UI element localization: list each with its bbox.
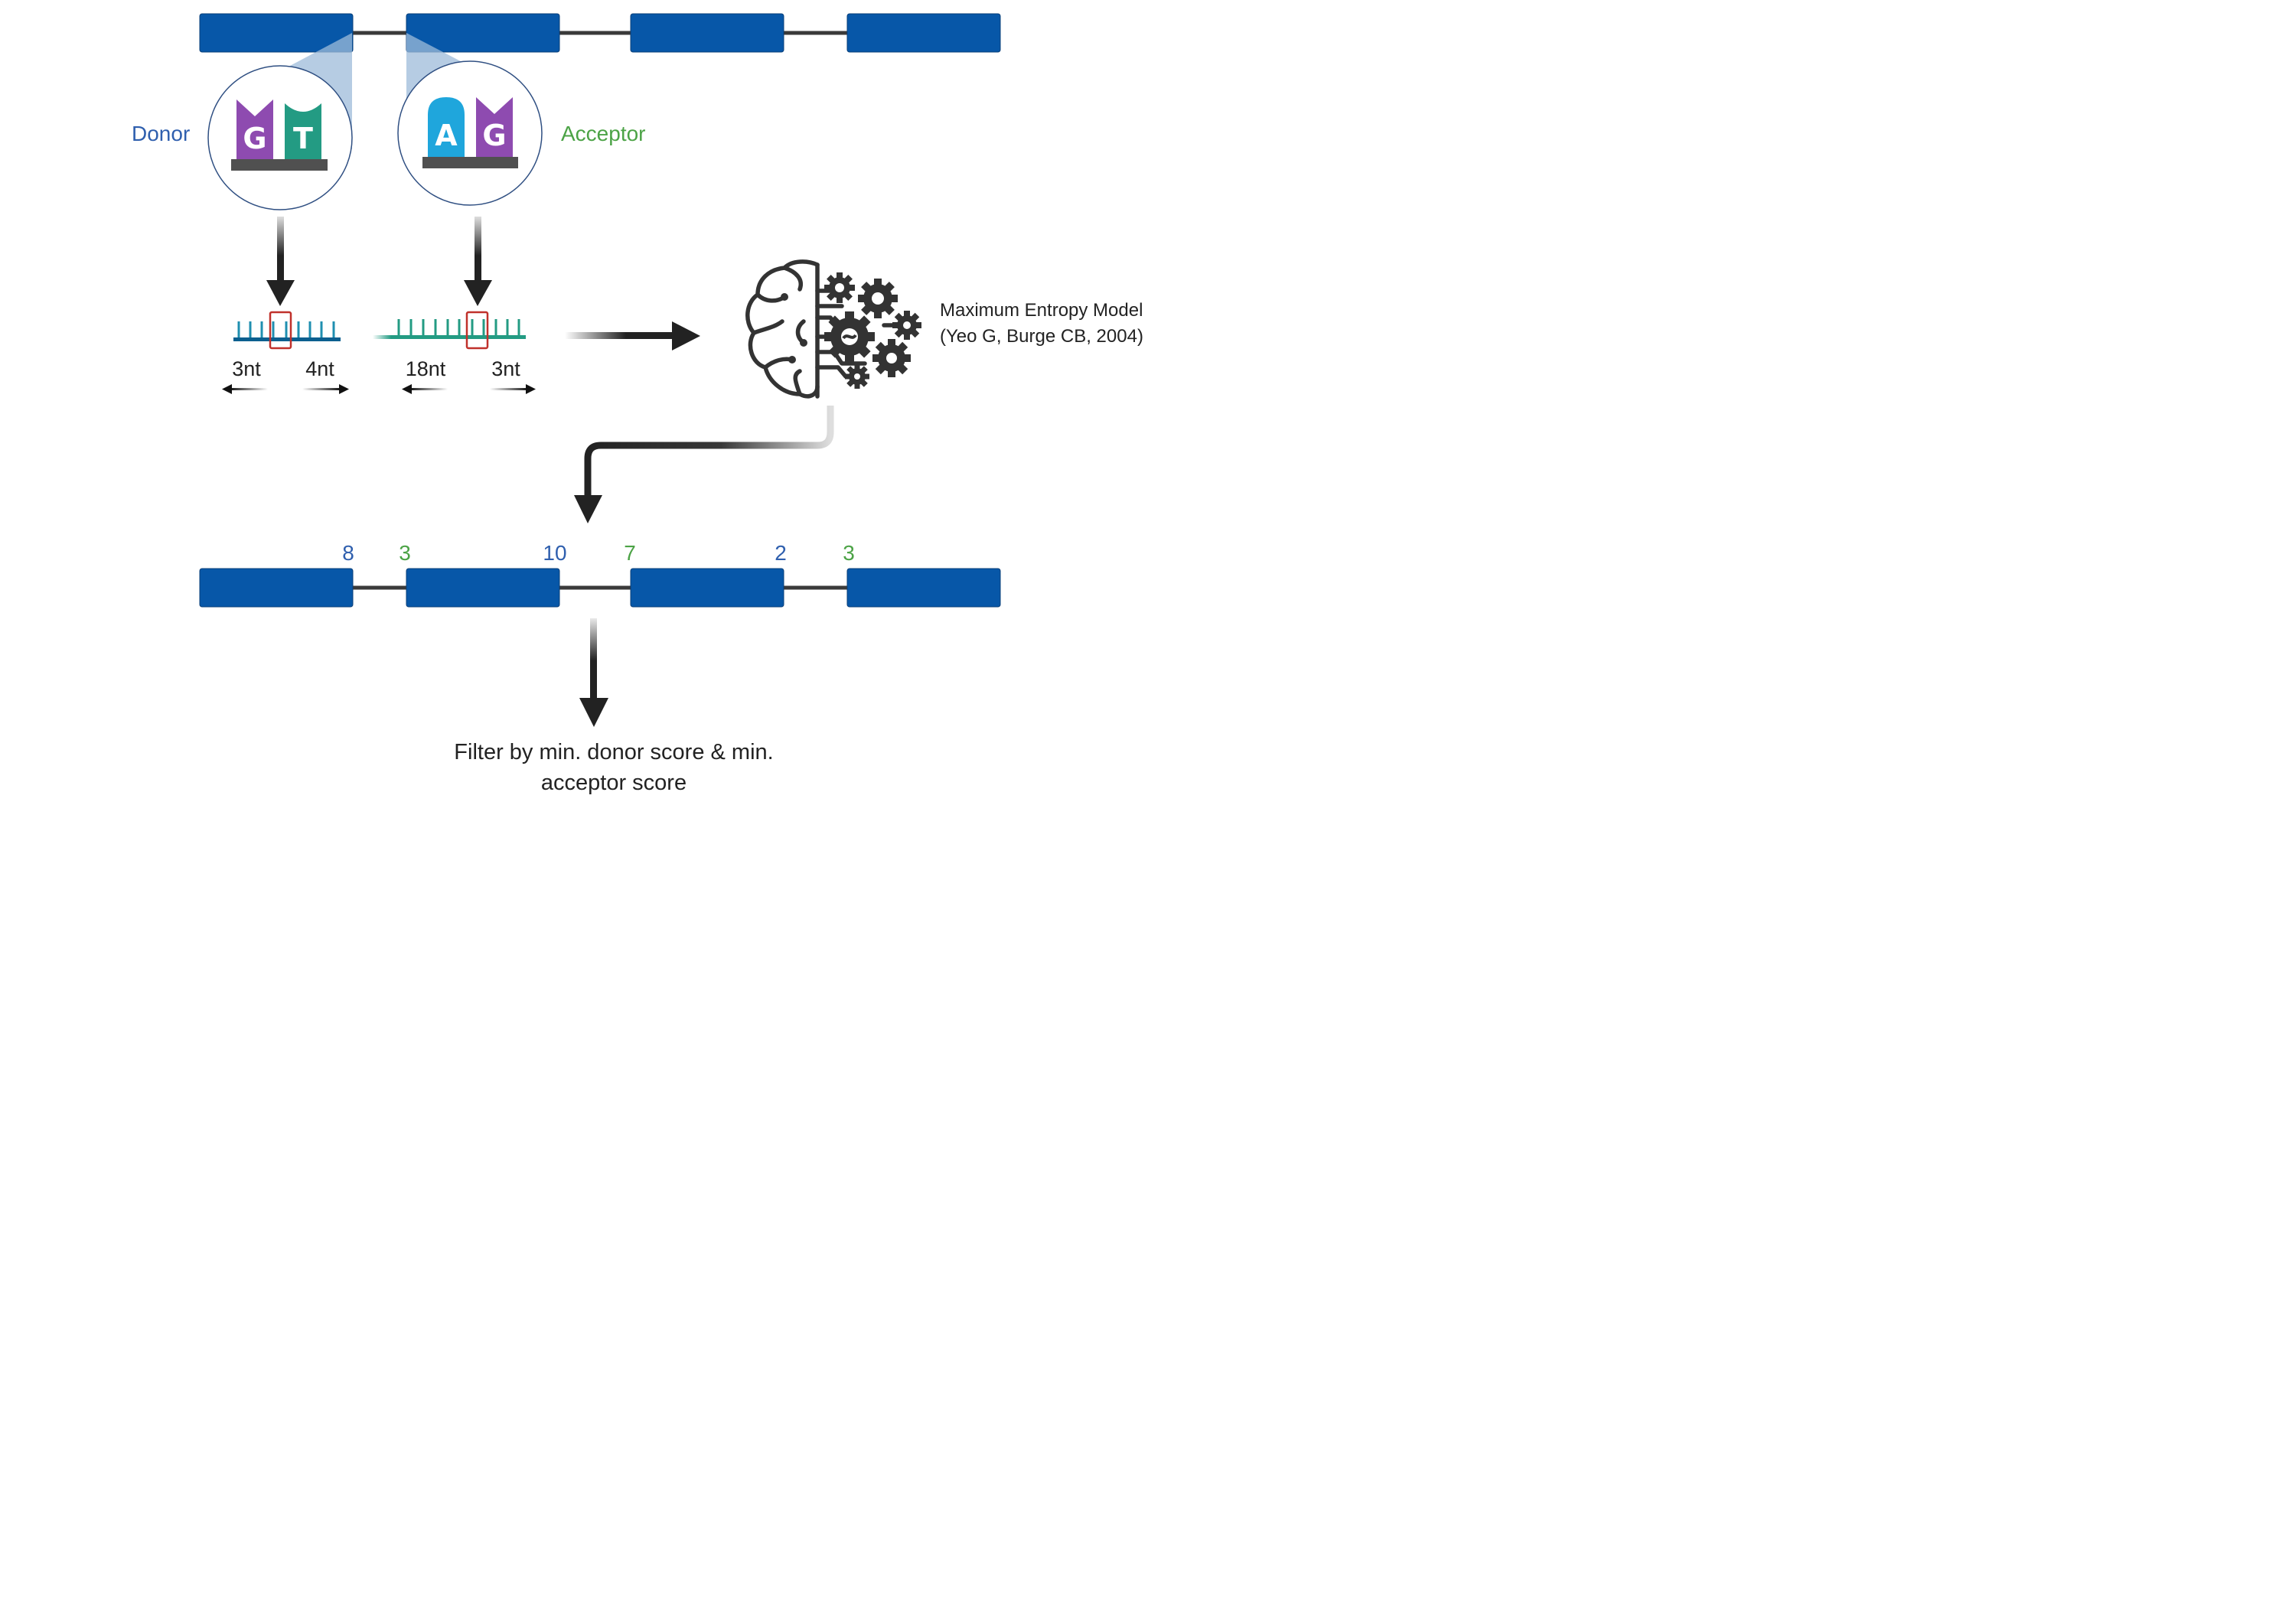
exon-1 (199, 13, 354, 53)
donor-score: 2 (775, 541, 787, 565)
model-citation: (Yeo G, Burge CB, 2004) (940, 326, 1143, 347)
exon-4 (846, 13, 1001, 53)
acceptor-base-a: A (435, 119, 458, 152)
acceptor-site-zoom: A G (397, 60, 543, 206)
exon-4 (846, 568, 1001, 608)
donor-score: 10 (543, 541, 566, 565)
model-output-arrow (574, 406, 834, 523)
donor-zoom-circle (207, 65, 353, 210)
exon-2 (406, 568, 560, 608)
to-model-arrow (565, 321, 700, 350)
acceptor-score: 7 (624, 541, 636, 565)
acceptor-junction-highlight (465, 311, 489, 350)
donor-sequence-window (233, 311, 341, 350)
acceptor-downstream-arrow (490, 384, 536, 394)
donor-down-arrow (266, 217, 295, 306)
acceptor-backbone (422, 157, 518, 168)
acceptor-upstream-arrow (402, 384, 448, 394)
acceptor-sequence-window (373, 311, 526, 350)
top-gene-model (199, 13, 1001, 53)
splice-scores: 8 3 10 7 2 3 (342, 541, 855, 565)
model-name: Maximum Entropy Model (940, 300, 1143, 321)
donor-base-g: G (243, 122, 266, 155)
donor-base-t: T (293, 122, 313, 155)
filter-text-line-1: Filter by min. donor score & min. (454, 740, 773, 764)
splice-site-scoring-diagram: G T Donor A G Acceptor (132, 13, 1143, 795)
filter-text-line-2: acceptor score (541, 771, 687, 795)
acceptor-downstream-label: 3nt (491, 357, 520, 380)
donor-upstream-label: 3nt (232, 357, 261, 380)
donor-label: Donor (132, 122, 190, 145)
exon-1 (199, 568, 354, 608)
acceptor-down-arrow (464, 217, 492, 306)
filter-down-arrow (579, 618, 608, 727)
donor-downstream-arrow (302, 384, 349, 394)
acceptor-base-g: G (482, 119, 506, 152)
guanine-block-icon (236, 99, 273, 159)
donor-upstream-arrow (222, 384, 268, 394)
acceptor-score: 3 (399, 541, 411, 565)
donor-junction-highlight (269, 311, 292, 350)
guanine-block-icon (476, 97, 513, 157)
exon-3 (630, 13, 784, 53)
acceptor-upstream-label: 18nt (406, 357, 446, 380)
scored-gene-model (199, 568, 1001, 608)
thymine-block-icon (285, 103, 321, 159)
acceptor-label: Acceptor (561, 122, 646, 145)
adenine-block-icon (428, 97, 465, 157)
acceptor-score: 3 (843, 541, 855, 565)
donor-backbone (231, 159, 328, 171)
exon-3 (630, 568, 784, 608)
donor-downstream-label: 4nt (305, 357, 334, 380)
donor-score: 8 (342, 541, 354, 565)
acceptor-zoom-circle (397, 60, 543, 206)
donor-site-zoom: G T (207, 65, 353, 210)
